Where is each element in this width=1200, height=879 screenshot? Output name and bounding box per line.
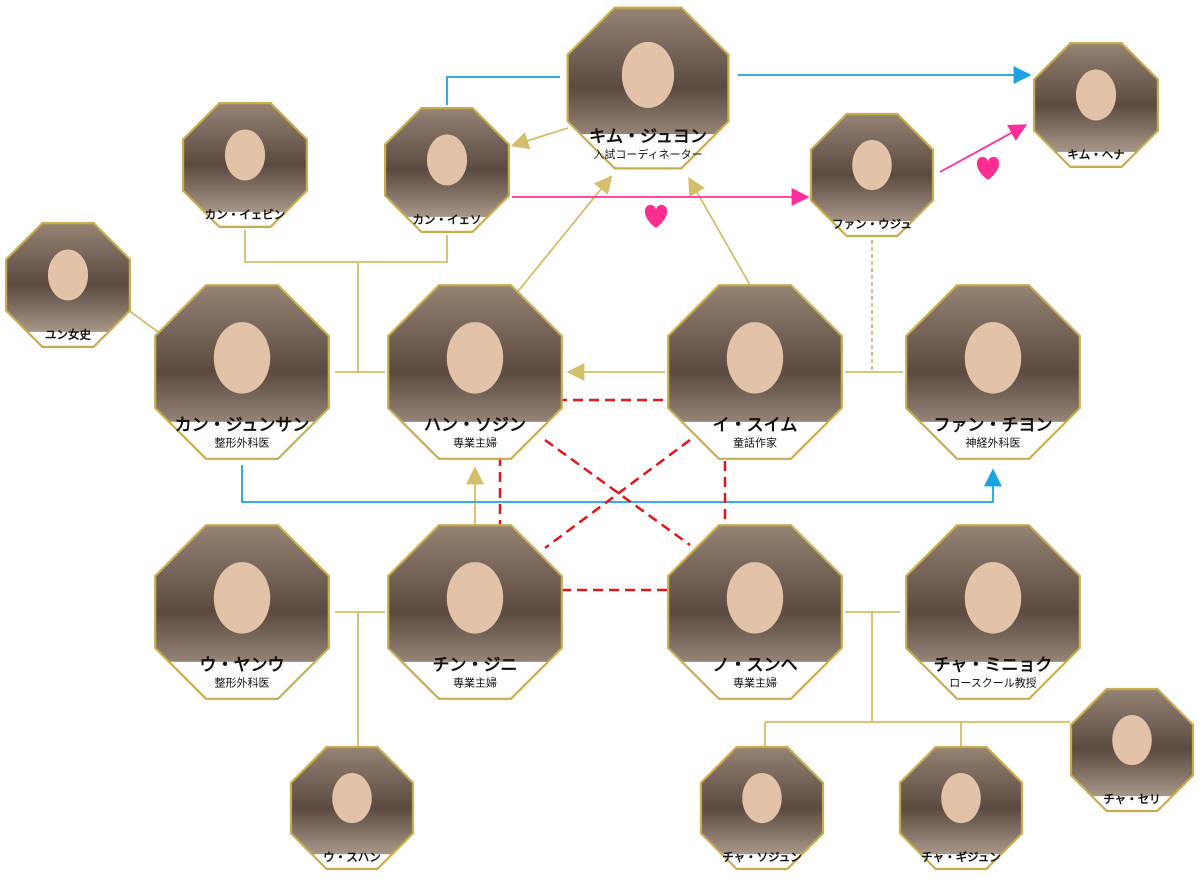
character-name: ウ・ヤンウ	[200, 655, 285, 675]
character-node-cha-sojun[interactable]: チャ・ソジュン	[696, 742, 828, 874]
octagon-frame	[289, 745, 415, 871]
edge-sojin-juyon	[514, 175, 613, 296]
character-name: ハン・ソジン	[424, 415, 526, 435]
face-placeholder	[213, 322, 271, 394]
edge-juyon-iso	[510, 127, 569, 150]
face-placeholder	[964, 562, 1022, 634]
character-role: 童話作家	[733, 435, 777, 449]
face-placeholder	[224, 129, 266, 181]
character-node-kim-hena[interactable]: キム・ヘナ	[1029, 38, 1163, 172]
character-node-u-suhan[interactable]: ウ・スハン	[286, 742, 418, 874]
face-placeholder	[446, 322, 504, 394]
face-placeholder	[726, 322, 784, 394]
character-node-kang-iso[interactable]: カン・イェソ	[380, 103, 514, 237]
character-name: イ・スイム	[713, 415, 798, 435]
face-placeholder	[47, 249, 89, 301]
character-name: カン・ジュンサン	[175, 415, 310, 435]
octagon-frame	[182, 101, 308, 228]
octagon-frame	[384, 106, 510, 233]
character-role: ロースクール教授	[949, 675, 1036, 689]
character-name: キム・ヘナ	[1067, 148, 1125, 162]
face-placeholder	[1075, 69, 1117, 121]
character-role: 専業主婦	[453, 675, 497, 689]
heart-icon	[976, 156, 1000, 180]
octagon-frame	[154, 284, 330, 460]
character-node-hwang-uju[interactable]: ファン・ウジュ	[806, 109, 938, 241]
character-name: キム・ジュヨン	[589, 127, 707, 147]
octagon-frame	[809, 112, 935, 238]
character-name: チャ・ギジュン	[921, 850, 1001, 864]
character-name: ユン女史	[45, 328, 91, 342]
face-placeholder	[426, 134, 468, 186]
octagon-frame	[898, 745, 1024, 871]
octagon-frame	[566, 6, 730, 170]
octagon-frame	[1032, 41, 1160, 168]
octagon-frame	[154, 524, 330, 700]
face-placeholder	[332, 773, 372, 824]
face-placeholder	[621, 41, 675, 109]
character-name: カン・イェソ	[413, 213, 482, 227]
face-placeholder	[213, 562, 271, 634]
octagon-frame	[4, 222, 131, 348]
character-name: チャ・ミニョク	[934, 655, 1053, 675]
edge-kang-children	[244, 230, 448, 263]
edge-junsan-chiyon-blue	[241, 465, 1002, 503]
character-node-yun[interactable]: ユン女史	[1, 218, 135, 352]
heart-icon	[644, 204, 668, 228]
face-placeholder	[1112, 715, 1152, 766]
face-placeholder	[446, 562, 504, 634]
face-placeholder	[726, 562, 784, 634]
octagon-frame	[387, 524, 563, 700]
character-name: ノ・スンヘ	[713, 655, 798, 675]
rivalry-suimu-jini	[544, 438, 691, 550]
octagon-frame	[667, 524, 843, 700]
character-name: ファン・ウジュ	[832, 217, 912, 231]
face-placeholder	[964, 322, 1022, 394]
character-role: 整形外科医	[215, 435, 270, 449]
character-name: ファン・チヨン	[934, 415, 1053, 435]
character-name: カン・イェビン	[205, 208, 286, 222]
octagon-frame	[905, 284, 1081, 460]
face-placeholder	[742, 773, 782, 824]
character-role: 入試コーディネーター	[593, 147, 702, 161]
octagon-frame	[905, 524, 1081, 700]
edge-kang-family	[335, 262, 359, 373]
octagon-frame	[667, 284, 843, 460]
character-name: チャ・セリ	[1103, 792, 1160, 806]
character-role: 専業主婦	[733, 675, 777, 689]
character-name: チャ・ソジュン	[722, 850, 802, 864]
character-role: 神経外科医	[966, 435, 1021, 449]
edge-suimu-juyon	[688, 176, 751, 286]
character-name: ウ・スハン	[323, 850, 381, 864]
edge-iso-juyon-blue	[446, 76, 560, 105]
character-node-kang-ibin[interactable]: カン・イェビン	[178, 98, 312, 232]
character-node-cha-seri[interactable]: チャ・セリ	[1066, 684, 1198, 816]
character-name: チン・ジニ	[433, 655, 518, 675]
octagon-frame	[387, 284, 563, 460]
edge-uju-hena-pink	[939, 124, 1028, 173]
octagon-frame	[1069, 687, 1195, 813]
character-role: 専業主婦	[453, 435, 497, 449]
relationship-lines	[127, 66, 1070, 748]
character-role: 整形外科医	[215, 675, 270, 689]
face-placeholder	[852, 140, 892, 191]
character-node-cha-gijun[interactable]: チャ・ギジュン	[895, 742, 1027, 874]
octagon-frame	[699, 745, 825, 871]
face-placeholder	[941, 773, 981, 824]
